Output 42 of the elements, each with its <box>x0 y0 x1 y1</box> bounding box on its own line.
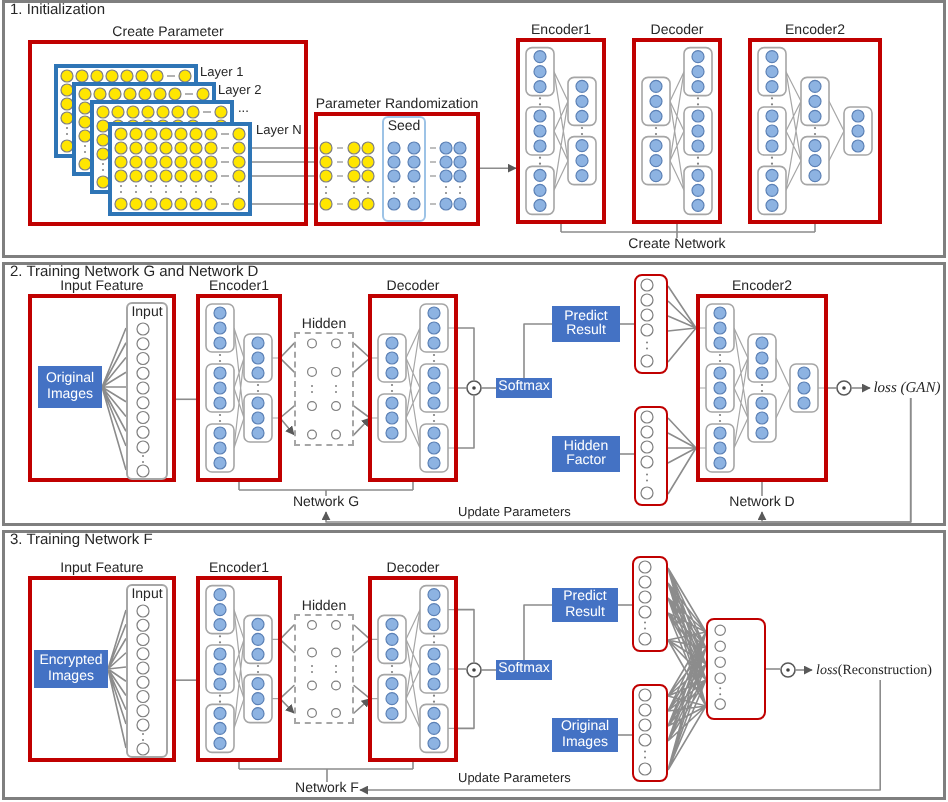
operator-circle <box>780 662 796 678</box>
arrow <box>359 679 881 795</box>
arrow <box>851 383 871 393</box>
connector-line <box>667 417 697 495</box>
connector-line <box>481 387 497 389</box>
input-layer-box <box>126 302 168 480</box>
connector-line <box>175 679 197 681</box>
connector-line <box>667 285 697 363</box>
connector-line <box>457 608 475 730</box>
neuron-column <box>632 684 668 782</box>
connector-line <box>827 387 837 389</box>
connector-line <box>481 669 497 671</box>
connector-line <box>523 323 553 379</box>
layer-grid-drawing <box>108 122 252 216</box>
arrow <box>479 163 517 173</box>
connector-line <box>251 147 315 205</box>
arrow <box>757 397 912 523</box>
neuron-column <box>632 556 668 652</box>
operator-circle <box>836 380 852 396</box>
seed-box <box>382 116 426 222</box>
panel <box>2 262 946 526</box>
connector-line <box>667 567 707 707</box>
arrow <box>795 665 813 675</box>
connector-line <box>107 609 127 749</box>
connector-line <box>457 327 475 449</box>
panel <box>2 530 946 800</box>
neuron-column <box>634 274 668 374</box>
connector-line <box>175 398 197 401</box>
panel <box>2 0 946 258</box>
connector-line <box>667 631 707 771</box>
loss-terms-box <box>706 618 766 720</box>
connector-line <box>765 668 781 670</box>
connector-line <box>101 327 127 471</box>
connector-line <box>617 604 633 606</box>
operator-circle <box>466 662 482 678</box>
connector-line <box>617 734 633 736</box>
connector-line <box>619 323 635 325</box>
connector-line <box>523 604 553 661</box>
neuron-column <box>634 406 668 506</box>
connector-line <box>619 453 635 455</box>
operator-circle <box>466 380 482 396</box>
input-layer-box <box>126 584 168 758</box>
